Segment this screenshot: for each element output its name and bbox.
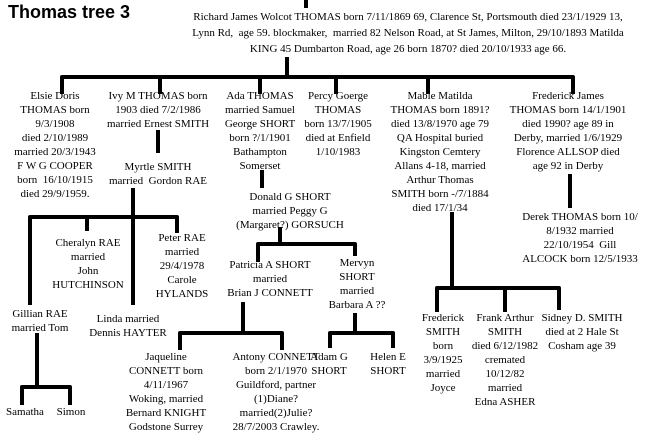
person-richard-thomas: Richard James Wolcot THOMAS born 7/11/18… <box>192 11 624 55</box>
connector-patricia-children <box>178 302 284 350</box>
person-myrtle-smith: Myrtle SMITH married Gordon RAE <box>108 161 208 187</box>
person-antony-connett: Antony CONNETT born 2/1/1970 Guildford, … <box>232 351 320 433</box>
page-title: Thomas tree 3 <box>8 2 131 22</box>
connector-myrtle-children <box>28 188 179 305</box>
person-donald-short: Donald G SHORT married Peggy G (Margaret… <box>236 191 344 231</box>
person-mervyn-short: Mervyn SHORT married Barbara A ?? <box>328 257 386 311</box>
person-frank-smith: Frank Arthur SMITH died 6/12/1982 cremat… <box>471 312 539 408</box>
connector-mervyn-children <box>328 313 395 348</box>
person-patricia-short: Patricia A SHORT married Brian J CONNETT <box>227 259 313 299</box>
person-mable-thomas: Mable Matilda THOMAS born 1891? died 13/… <box>390 90 490 214</box>
person-ivy-thomas: Ivy M THOMAS born 1903 died 7/2/1986 mar… <box>106 90 210 130</box>
connector-gillian-children <box>20 333 72 405</box>
person-samatha: Samatha <box>6 406 44 418</box>
person-elsie-thomas: Elsie Doris THOMAS born 9/3/1908 died 2/… <box>14 90 96 200</box>
connector-root-children <box>60 57 575 94</box>
person-helen-short: Helen E SHORT <box>370 351 406 377</box>
person-derek-thomas: Derek THOMAS born 10/ 8/1932 married 22/… <box>522 211 638 265</box>
person-percy-thomas: Percy Goerge THOMAS born 13/7/1905 died … <box>304 90 372 158</box>
connector-mable-children <box>435 212 561 312</box>
person-peter-rae: Peter RAE married 29/4/1978 Carole HYLAN… <box>155 232 209 300</box>
person-frederick-james-thomas: Frederick James THOMAS born 14/1/1901 di… <box>509 90 627 172</box>
person-frederick-smith: Frederick SMITH born 3/9/1925 married Jo… <box>421 312 465 394</box>
person-adam-short: Adam G SHORT <box>310 351 348 377</box>
person-jaqueline-connett: Jaqueline CONNETT born 4/11/1967 Woking,… <box>125 351 207 433</box>
person-cheralyn-rae: Cheralyn RAE married John HUTCHINSON <box>52 237 124 291</box>
person-ada-thomas: Ada THOMAS married Samuel George SHORT b… <box>224 90 296 172</box>
person-linda-rae: Linda married Dennis HAYTER <box>89 313 167 339</box>
person-simon: Simon <box>56 406 86 418</box>
person-gillian-rae: Gillian RAE married Tom <box>11 308 69 334</box>
connector-donald-children <box>256 227 357 262</box>
person-sidney-smith: Sidney D. SMITH died at 2 Hale St Cosham… <box>541 312 623 352</box>
